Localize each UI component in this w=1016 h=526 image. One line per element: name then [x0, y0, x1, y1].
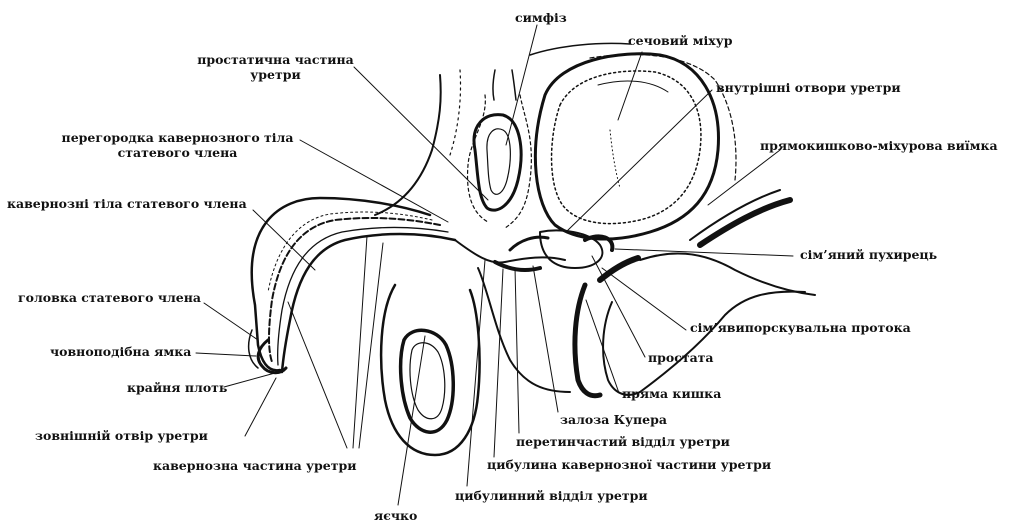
label-cavernous-bodies: кавернозні тіла статевого члена	[7, 196, 247, 211]
label-rectovesical-pouch: прямокишково-міхурова виїмка	[760, 138, 998, 153]
label-external-urethral-orifice: зовнішній отвір уретри	[35, 428, 208, 443]
label-cowper-gland: залоза Купера	[560, 412, 667, 427]
label-membranous-urethra: перетинчастий відділ уретри	[516, 434, 730, 449]
label-bladder: сечовий міхур	[628, 33, 732, 48]
label-glans-penis: головка статевого члена	[18, 290, 201, 305]
penis-shape	[249, 198, 455, 373]
symphysis-shape	[468, 70, 532, 228]
leader-lines	[196, 25, 793, 505]
label-seminal-vesicle: сім’яний пухирець	[800, 247, 937, 262]
scrotum-shape	[381, 285, 479, 455]
label-septum-cavernous-body: перегородка кавернозного тіла статевого …	[55, 130, 300, 160]
perineum-shape	[455, 237, 570, 392]
label-cavernous-urethra: кавернозна частина уретри	[153, 458, 357, 473]
label-foreskin: крайня плоть	[127, 380, 227, 395]
label-prostatic-urethra: простатична частина уретри	[188, 52, 363, 82]
label-bulbous-urethra: цибулинний відділ уретри	[455, 488, 648, 503]
label-rectum: пряма кишка	[622, 386, 721, 401]
label-testis: яєчко	[374, 508, 417, 523]
label-internal-urethral-orifice: внутрішні отвори уретри	[716, 80, 901, 95]
bladder-shape	[535, 54, 718, 239]
label-symphysis: симфіз	[515, 10, 567, 25]
label-navicular-fossa: човноподібна ямка	[50, 344, 191, 359]
label-prostate: простата	[648, 350, 714, 365]
label-ejaculatory-duct: сім’явипорскувальна протока	[690, 320, 911, 335]
label-bulb-cavernous-urethra: цибулина кавернозної частини уретри	[487, 457, 771, 472]
